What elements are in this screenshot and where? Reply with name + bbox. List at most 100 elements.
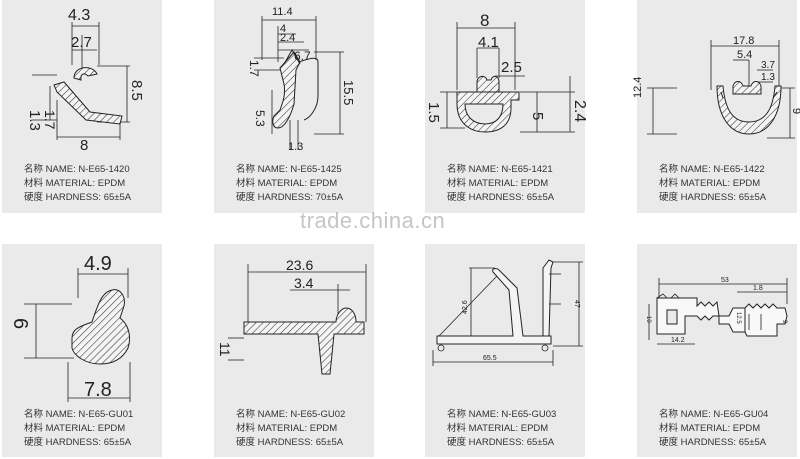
name-label: 名称 NAME: — [24, 409, 76, 420]
profile-drawing-1425: 11.4 4 2.4 6.7 1.7 15.5 5.3 1.3 — [247, 6, 356, 153]
product-material: EPDM — [97, 423, 126, 434]
dim-label: 11 — [217, 342, 233, 357]
dim-label: 10 — [645, 316, 651, 323]
profile-drawing-gu03: 42.6 47 65.5 — [432, 259, 583, 366]
product-card-1420: 4.3 2.7 1.3 1.7 8.5 8 名称 NAME: N-E65-142… — [2, 0, 162, 213]
product-card-gu01: 4.9 6 7.8 名称 NAME: N-E65-GU01 材料 MATERIA… — [2, 244, 162, 457]
dim-label: 15.5 — [341, 80, 356, 105]
dim-label: 1.7 — [42, 110, 58, 130]
product-material: EPDM — [732, 178, 761, 189]
product-hardness: 70±5A — [315, 192, 344, 203]
spec-labels: 名称 NAME: N-E65-GU04 材料 MATERIAL: EPDM 硬度… — [659, 408, 768, 450]
dim-label: 12.5 — [735, 312, 741, 324]
dim-label: 3.4 — [294, 275, 314, 291]
product-card-1421: 8 4.1 2.5 1.5 5 2.4 名称 NAME: N-E65-1421 … — [425, 0, 588, 213]
product-name: N-E65-GU04 — [713, 409, 769, 420]
material-label: 材料 MATERIAL: — [447, 178, 519, 189]
hardness-label: 硬度 HARDNESS: — [447, 192, 525, 203]
product-material: EPDM — [732, 423, 761, 434]
hardness-label: 硬度 HARDNESS: — [24, 192, 102, 203]
spec-labels: 名称 NAME: N-E65-1422 材料 MATERIAL: EPDM 硬度… — [659, 163, 766, 205]
name-label: 名称 NAME: — [447, 164, 499, 175]
dim-label: 4 — [280, 23, 286, 35]
hardness-label: 硬度 HARDNESS: — [24, 437, 102, 448]
product-hardness: 65±5A — [526, 192, 555, 203]
name-label: 名称 NAME: — [659, 409, 711, 420]
material-label: 材料 MATERIAL: — [659, 423, 731, 434]
spec-labels: 名称 NAME: N-E65-GU01 材料 MATERIAL: EPDM 硬度… — [24, 408, 133, 450]
hardness-label: 硬度 HARDNESS: — [659, 437, 737, 448]
dim-label: 8 — [80, 137, 88, 154]
product-name: N-E65-GU01 — [78, 409, 134, 420]
dim-label: 4.3 — [68, 7, 90, 24]
dim-label: 2.7 — [71, 34, 92, 51]
dim-label: 42.6 — [462, 300, 469, 314]
dim-label: 5.3 — [253, 110, 267, 127]
product-name: N-E65-GU03 — [501, 409, 557, 420]
dim-label: 8 — [480, 11, 489, 30]
dim-label: 6 — [9, 318, 31, 329]
name-label: 名称 NAME: — [659, 164, 711, 175]
material-label: 材料 MATERIAL: — [24, 423, 96, 434]
dim-label: 65.5 — [483, 355, 497, 362]
dim-label: 47 — [573, 300, 580, 308]
product-card-1422: 17.8 5.4 3.7 1.3 12.4 9 名称 NAME: N-E65-1… — [632, 0, 800, 213]
dim-label: 8.5 — [128, 80, 145, 101]
dim-label: 12.4 — [632, 77, 644, 98]
name-label: 名称 NAME: — [236, 164, 288, 175]
product-material: EPDM — [309, 178, 338, 189]
dim-label: 7.8 — [84, 379, 112, 401]
product-material: EPDM — [520, 178, 549, 189]
product-name: N-E65-1425 — [290, 164, 342, 175]
product-material: EPDM — [97, 178, 126, 189]
product-name: N-E65-1421 — [501, 164, 553, 175]
profile-drawing-gu02: 23.6 3.4 11 — [217, 257, 367, 375]
hardness-label: 硬度 HARDNESS: — [236, 437, 314, 448]
dim-label: 11.4 — [272, 6, 293, 18]
dim-label: 5 — [529, 112, 546, 120]
spec-labels: 名称 NAME: N-E65-1425 材料 MATERIAL: EPDM 硬度… — [236, 163, 343, 205]
dim-label: 2.4 — [280, 32, 295, 44]
material-label: 材料 MATERIAL: — [659, 178, 731, 189]
hardness-label: 硬度 HARDNESS: — [659, 192, 737, 203]
dim-label: 17.8 — [733, 35, 754, 47]
product-hardness: 65±5A — [738, 437, 767, 448]
profile-drawing-1420: 4.3 2.7 1.3 1.7 8.5 8 — [26, 7, 145, 154]
dim-label: 53 — [721, 277, 729, 284]
name-label: 名称 NAME: — [447, 409, 499, 420]
spec-labels: 名称 NAME: N-E65-1421 材料 MATERIAL: EPDM 硬度… — [447, 163, 554, 205]
dim-label: 3.7 — [761, 60, 775, 71]
spec-labels: 名称 NAME: N-E65-1420 材料 MATERIAL: EPDM 硬度… — [24, 163, 131, 205]
dim-label: 14.2 — [671, 337, 685, 344]
material-label: 材料 MATERIAL: — [236, 423, 308, 434]
dim-label: 4.1 — [478, 34, 499, 51]
dim-label: 9 — [781, 320, 787, 324]
product-hardness: 65±5A — [526, 437, 555, 448]
name-label: 名称 NAME: — [24, 164, 76, 175]
dim-label: 9 — [790, 108, 800, 114]
profile-drawing-1421: 8 4.1 2.5 1.5 5 2.4 — [425, 11, 588, 133]
dim-label: 2.4 — [571, 100, 588, 122]
material-label: 材料 MATERIAL: — [236, 178, 308, 189]
product-name: N-E65-GU02 — [290, 409, 346, 420]
material-label: 材料 MATERIAL: — [447, 423, 519, 434]
dim-label: 1.8 — [753, 285, 763, 292]
watermark: trade.china.cn — [300, 208, 446, 233]
product-name: N-E65-1420 — [78, 164, 130, 175]
hardness-label: 硬度 HARDNESS: — [236, 192, 314, 203]
material-label: 材料 MATERIAL: — [24, 178, 96, 189]
product-hardness: 65±5A — [103, 437, 132, 448]
dim-label: 1.5 — [425, 102, 442, 123]
profile-drawing-gu01: 4.9 6 7.8 — [9, 253, 131, 402]
hardness-label: 硬度 HARDNESS: — [447, 437, 525, 448]
profile-drawing-gu04: 53 1.8 10 14.2 12.5 9 — [645, 277, 788, 345]
product-hardness: 65±5A — [103, 192, 132, 203]
product-name: N-E65-1422 — [713, 164, 765, 175]
dim-label: 1.3 — [761, 72, 775, 83]
dim-label: 6.7 — [294, 49, 311, 63]
product-card-1425: 11.4 4 2.4 6.7 1.7 15.5 5.3 1.3 名称 NAME:… — [214, 0, 374, 213]
product-card-gu04: 53 1.8 10 14.2 12.5 9 名称 NAME: N-E65-GU0… — [637, 244, 797, 457]
spec-labels: 名称 NAME: N-E65-GU03 材料 MATERIAL: EPDM 硬度… — [447, 408, 556, 450]
product-card-gu03: 42.6 47 65.5 名称 NAME: N-E65-GU03 材料 MATE… — [425, 244, 585, 457]
dim-label: 2.5 — [501, 59, 522, 76]
